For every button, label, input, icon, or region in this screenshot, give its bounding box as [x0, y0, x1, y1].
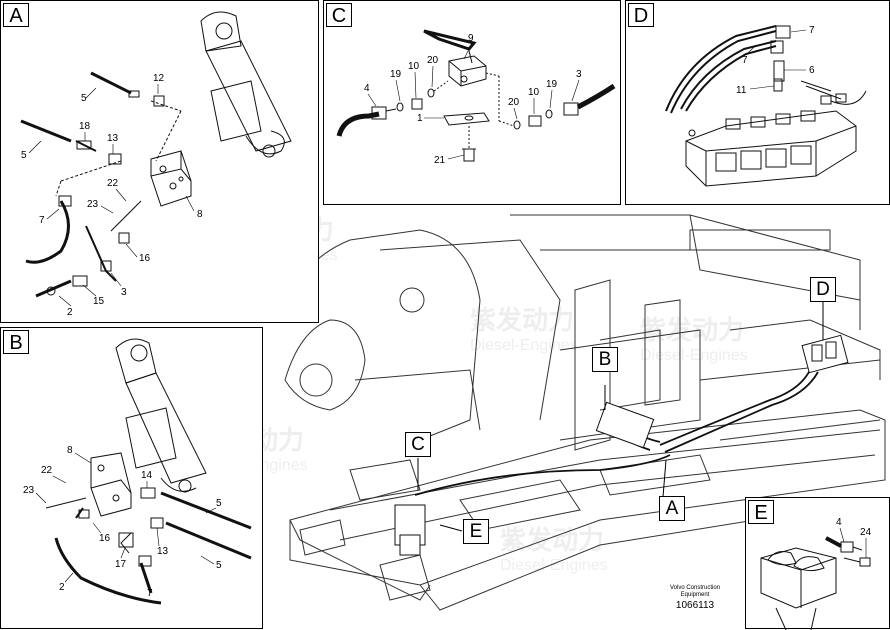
credit-line-1: Volvo Construction	[669, 585, 721, 591]
part-number-label: 18	[79, 121, 91, 132]
panel-label: B	[3, 330, 29, 354]
part-number-label: 24	[860, 527, 872, 538]
part-number-label: 7	[39, 215, 45, 226]
part-number-label: 3	[576, 69, 582, 80]
detail-panel-C: C	[323, 0, 621, 205]
panel-label: A	[3, 3, 29, 27]
part-number-label: 5	[21, 150, 27, 161]
document-number: 1066113	[675, 600, 715, 611]
part-number-label: 4	[836, 517, 842, 528]
part-number-label: 20	[508, 97, 520, 108]
part-number-label: 10	[528, 87, 540, 98]
panel-E-drawing: 4 24	[760, 517, 872, 630]
part-number-label: 2	[59, 582, 65, 593]
part-number-label: 1	[417, 113, 423, 124]
part-number-label: 3	[121, 287, 127, 298]
callout-D: D	[810, 277, 836, 302]
part-number-label: 13	[107, 133, 119, 144]
part-number-label: 12	[153, 73, 165, 84]
part-number-label: 15	[93, 296, 105, 307]
part-number-label: 7	[809, 25, 815, 36]
part-number-label: 20	[427, 55, 439, 66]
manufacturer-credit: Volvo Construction Equipment	[655, 585, 735, 599]
part-number-label: 5	[81, 93, 87, 104]
part-number-label: 5	[216, 560, 222, 571]
part-number-label: 4	[364, 83, 370, 94]
part-number-label: 2	[67, 307, 73, 318]
callout-C: C	[405, 432, 431, 457]
panel-label: D	[628, 3, 654, 27]
panel-A-drawing: 12 5 18 13 5 22 23 8 7 16 3 15 2	[20, 11, 292, 318]
part-number-label: 14	[141, 470, 153, 481]
part-number-label: 7	[742, 55, 748, 66]
part-number-label: 8	[67, 445, 73, 456]
part-number-label: 8	[197, 209, 203, 220]
callout-A: A	[659, 496, 685, 521]
part-number-label: 9	[468, 33, 474, 44]
part-number-label: 19	[546, 79, 558, 90]
part-number-label: 6	[809, 65, 815, 76]
panel-label: E	[748, 500, 774, 524]
part-number-label: 16	[99, 533, 111, 544]
callout-B: B	[592, 347, 618, 372]
part-number-label: 11	[736, 85, 747, 96]
part-number-label: 19	[390, 69, 402, 80]
detail-panel-A: A	[0, 0, 319, 323]
part-number-label: 22	[41, 465, 53, 476]
part-number-label: 7	[147, 588, 153, 599]
part-number-label: 23	[23, 485, 35, 496]
part-number-label: 10	[408, 61, 420, 72]
part-number-label: 16	[139, 253, 151, 264]
part-number-label: 23	[87, 199, 99, 210]
callout-E: E	[463, 519, 489, 544]
panel-C-drawing: 9 4 19 10 20 3 1 20 10 19 21	[336, 29, 616, 166]
panel-D-drawing: 7 7 6 11	[665, 25, 867, 187]
panel-label: C	[326, 3, 352, 27]
part-number-label: 21	[434, 155, 446, 166]
part-number-label: 5	[216, 498, 222, 509]
detail-panel-E: E 4 24	[745, 497, 890, 630]
credit-line-2: Equipment	[680, 592, 710, 598]
part-number-label: 17	[115, 559, 127, 570]
detail-panel-D: D	[625, 0, 890, 205]
panel-B-drawing: 8 22 23 14 5 16 13 5 17 7 2	[23, 338, 252, 605]
part-number-label: 13	[157, 546, 169, 557]
part-number-label: 22	[107, 178, 119, 189]
